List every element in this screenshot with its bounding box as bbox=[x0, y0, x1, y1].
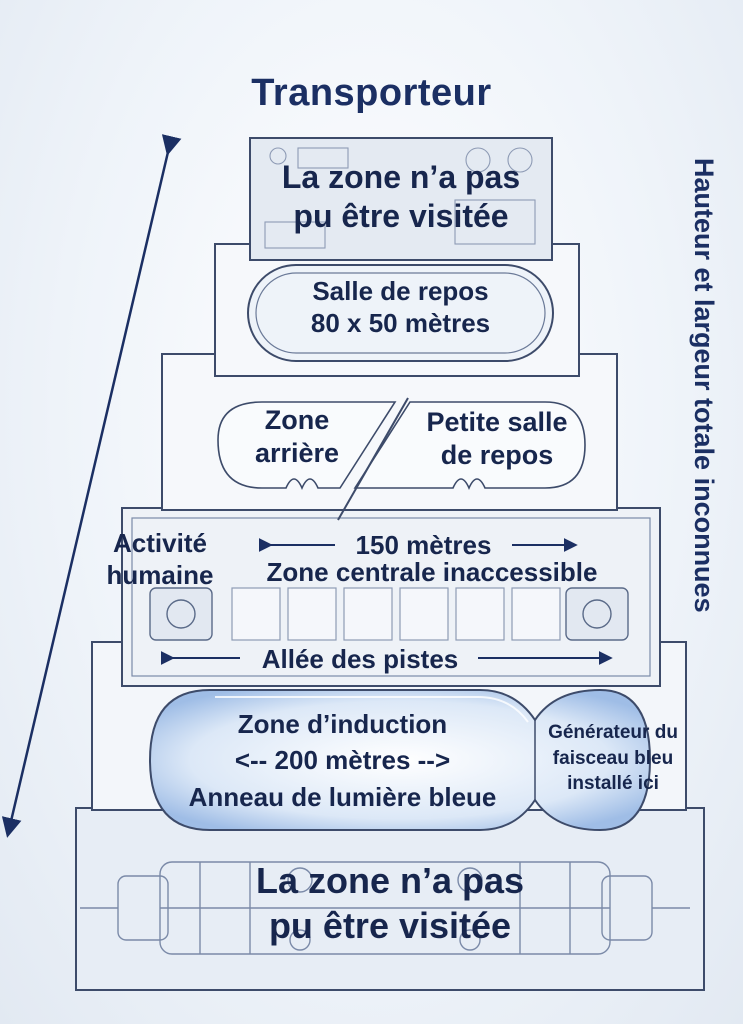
top-zone-line2: pu être visitée bbox=[293, 198, 509, 235]
small-rest-room-label: Petite salle de repos bbox=[402, 406, 592, 472]
small-rest-room-line1: Petite salle bbox=[426, 407, 568, 437]
height-arrow bbox=[1, 134, 182, 838]
central-zone-label: Zone centrale inaccessible bbox=[266, 557, 598, 587]
bottom-zone-line1: La zone n’a pas bbox=[255, 860, 525, 901]
rest-room-line1: Salle de repos bbox=[312, 276, 489, 306]
small-rest-room-line2: de repos bbox=[440, 439, 554, 470]
rest-room-label: Salle de repos 80 x 50 mètres bbox=[248, 276, 553, 339]
top-block bbox=[249, 137, 553, 261]
human-activity-label: Activité humaine bbox=[90, 528, 230, 591]
rear-block bbox=[161, 353, 618, 521]
generator-label: Générateur du faisceau bleu installé ici bbox=[528, 720, 698, 797]
top-zone-line1: La zone n’a pas bbox=[281, 159, 521, 195]
rest-room-block bbox=[214, 243, 580, 377]
tracks-label: Allée des pistes bbox=[261, 644, 459, 674]
generator-line1: Générateur du bbox=[548, 722, 678, 743]
diagram-title: Transporteur bbox=[251, 72, 492, 114]
rest-room-line2: 80 x 50 mètres bbox=[310, 307, 491, 338]
top-zone-label: La zone n’a pas pu être visitée bbox=[250, 158, 552, 236]
human-activity-line2: humaine bbox=[106, 559, 214, 590]
generator-line3: installé ici bbox=[567, 773, 659, 795]
blue-light-ring bbox=[148, 688, 652, 832]
engine-sketch bbox=[80, 861, 690, 955]
induction-zone-label: Zone d’induction <-- 200 mètres --> Anne… bbox=[150, 706, 535, 815]
bottom-zone-line2: pu être visitée bbox=[268, 905, 512, 946]
rear-zone-line1: Zone bbox=[264, 405, 330, 435]
dimension-side-label: Hauteur et largeur totale inconnues bbox=[689, 158, 719, 613]
bottom-block bbox=[75, 807, 705, 991]
induction-line3: Anneau de lumière bleue bbox=[188, 781, 497, 812]
rear-zone-label: Zone arrière bbox=[222, 404, 372, 470]
central-dimension-label: 150 mètres bbox=[355, 530, 492, 560]
central-block bbox=[121, 507, 661, 687]
induction-line1: Zone d’induction bbox=[237, 709, 448, 739]
rear-zone-line2: arrière bbox=[254, 437, 340, 468]
induction-line2: <-- 200 mètres --> bbox=[234, 745, 451, 776]
human-activity-line1: Activité bbox=[113, 528, 207, 558]
generator-line2: faisceau bleu bbox=[552, 747, 674, 769]
bottom-zone-label: La zone n’a pas pu être visitée bbox=[76, 858, 704, 948]
